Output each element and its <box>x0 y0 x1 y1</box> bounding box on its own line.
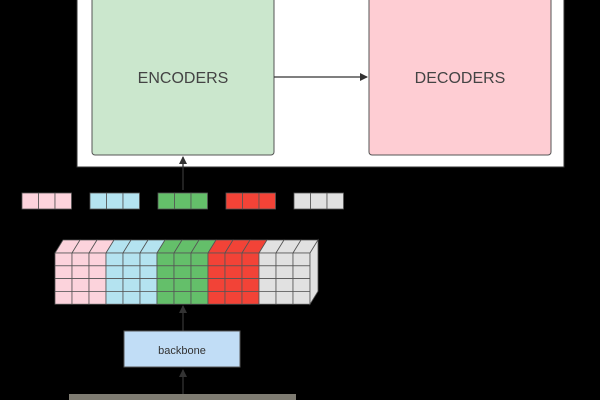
feature-cell <box>173 278 192 292</box>
feature-cell <box>122 265 141 279</box>
feature-cell <box>105 265 124 279</box>
token-cell <box>89 192 107 210</box>
feature-cell <box>207 290 226 305</box>
token-cell <box>225 192 243 210</box>
feature-cell <box>275 278 294 292</box>
feature-cell <box>241 278 260 292</box>
token-group-gray <box>293 192 344 210</box>
feature-cell <box>105 290 124 305</box>
feature-cell <box>122 290 141 305</box>
token-cell <box>258 192 276 210</box>
token-cell <box>174 192 192 210</box>
feature-cell <box>71 252 90 267</box>
feature-block-red <box>207 239 268 305</box>
feature-cell <box>258 265 277 279</box>
feature-cell <box>207 252 226 267</box>
feature-cell <box>173 265 192 279</box>
token-group-red <box>225 192 276 210</box>
feature-cell <box>190 252 209 267</box>
feature-cell <box>173 290 192 305</box>
feature-cell <box>224 252 243 267</box>
feature-cell <box>241 290 260 305</box>
encoders-label: ENCODERS <box>138 70 229 87</box>
feature-cell <box>54 252 73 267</box>
feature-cell <box>88 265 107 279</box>
feature-cell <box>241 265 260 279</box>
token-sequence <box>21 192 344 210</box>
feature-block-gray <box>258 239 319 305</box>
feature-side-face <box>309 238 319 306</box>
token-cell <box>326 192 344 210</box>
token-group-green <box>157 192 208 210</box>
feature-block-cyan <box>105 239 166 305</box>
token-cell <box>106 192 124 210</box>
feature-cell <box>224 265 243 279</box>
token-cell <box>293 192 311 210</box>
feature-cell <box>71 290 90 305</box>
token-cell <box>242 192 260 210</box>
token-cell <box>38 192 56 210</box>
token-group-pink <box>21 192 72 210</box>
feature-cell <box>292 290 311 305</box>
feature-cell <box>54 278 73 292</box>
feature-cell <box>258 252 277 267</box>
feature-cell <box>207 278 226 292</box>
feature-cell <box>173 252 192 267</box>
feature-cell <box>139 252 158 267</box>
feature-cell <box>190 278 209 292</box>
encoders-box <box>91 0 275 156</box>
feature-cell <box>88 290 107 305</box>
feature-cell <box>190 290 209 305</box>
feature-cell <box>105 252 124 267</box>
feature-cell <box>156 265 175 279</box>
feature-cell <box>258 290 277 305</box>
feature-cell <box>71 278 90 292</box>
feature-cell <box>258 278 277 292</box>
feature-cell <box>292 278 311 292</box>
feature-cell <box>156 252 175 267</box>
decoders-label: DECODERS <box>415 70 506 87</box>
token-cell <box>310 192 328 210</box>
feature-cell <box>207 265 226 279</box>
input-image <box>69 394 296 400</box>
feature-cell <box>190 265 209 279</box>
feature-cell <box>224 290 243 305</box>
feature-cell <box>139 278 158 292</box>
feature-cell <box>139 265 158 279</box>
feature-cell <box>88 278 107 292</box>
feature-cell <box>156 290 175 305</box>
feature-map <box>54 238 319 306</box>
token-group-cyan <box>89 192 140 210</box>
token-cell <box>21 192 39 210</box>
feature-cell <box>292 265 311 279</box>
feature-cell <box>292 252 311 267</box>
feature-cell <box>88 252 107 267</box>
feature-cell <box>156 278 175 292</box>
feature-cell <box>122 252 141 267</box>
backbone-box <box>123 330 241 368</box>
token-cell <box>54 192 72 210</box>
decoders-box <box>368 0 552 156</box>
feature-cell <box>105 278 124 292</box>
feature-cell <box>139 290 158 305</box>
token-cell <box>157 192 175 210</box>
feature-cell <box>275 252 294 267</box>
feature-cell <box>122 278 141 292</box>
feature-cell <box>241 252 260 267</box>
feature-cell <box>275 290 294 305</box>
feature-cell <box>224 278 243 292</box>
feature-cell <box>275 265 294 279</box>
feature-cell <box>54 290 73 305</box>
feature-cell <box>54 265 73 279</box>
feature-block-pink <box>54 239 115 305</box>
backbone-label: backbone <box>158 345 206 357</box>
token-cell <box>190 192 208 210</box>
feature-cell <box>71 265 90 279</box>
token-cell <box>122 192 140 210</box>
feature-block-green <box>156 239 217 305</box>
